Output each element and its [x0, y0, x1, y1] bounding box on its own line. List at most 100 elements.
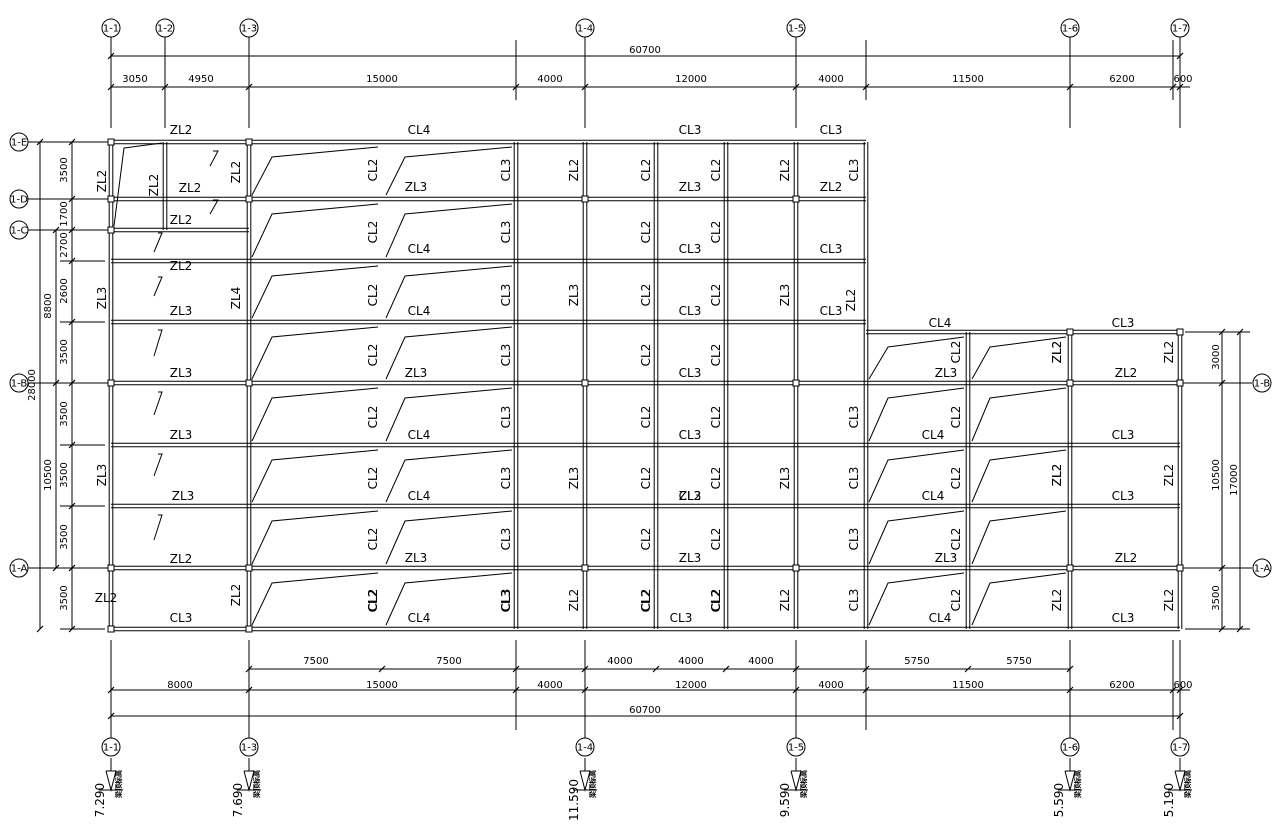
dim-text-left-fine: 2600	[59, 278, 70, 303]
column	[792, 379, 800, 387]
beam-grid	[107, 138, 1184, 633]
beam-label: CL2	[709, 344, 723, 367]
beam-label: CL3	[847, 159, 861, 182]
slab-marker	[251, 449, 379, 503]
beam-label: CL2	[366, 159, 380, 182]
column	[792, 195, 800, 203]
column	[1066, 564, 1074, 572]
beam-label: ZL3	[172, 489, 195, 503]
slab-markers	[113, 142, 1067, 626]
slab-marker-small	[153, 453, 163, 477]
dim-text-top-seg: 11500	[952, 74, 984, 85]
dim-text-left-group: 8800	[43, 293, 54, 318]
beam-label: ZL2	[229, 161, 243, 184]
beam-label: ZL2	[1050, 341, 1064, 364]
column	[1066, 379, 1074, 387]
beam-label: ZL2	[820, 180, 843, 194]
dim-text-left-fine: 3500	[59, 401, 70, 426]
elev-value: 11.590	[567, 779, 581, 821]
beam-label: CL2	[366, 284, 380, 307]
slab-marker	[971, 572, 1067, 626]
beam-label: ZL3	[567, 284, 581, 307]
beam-label: ZL2	[1162, 589, 1176, 612]
elev-note: 梁顶标高	[1183, 770, 1192, 799]
slab-marker-small	[153, 514, 163, 541]
axis-bubble-top-label: 1-4	[577, 24, 593, 35]
axis-bubble-left-label: 1-A	[11, 564, 28, 575]
dim-text-right-fine: 3000	[1211, 344, 1222, 369]
axis-bubble-bottom-circle	[1170, 737, 1190, 757]
beam-label: CL4	[408, 123, 431, 137]
dim-text-top-seg: 3050	[122, 74, 147, 85]
column	[245, 564, 253, 572]
column	[1176, 328, 1184, 336]
column	[107, 564, 115, 572]
beam-label: CL3	[499, 344, 513, 367]
axis-bubble-left-circle	[9, 373, 29, 393]
dim-tick	[1176, 712, 1184, 720]
beam-label: ZL2	[95, 170, 109, 193]
beam-label: CL3	[847, 589, 861, 612]
beam-label: ZL3	[567, 467, 581, 490]
beam-label: CL2	[639, 589, 653, 612]
column	[245, 138, 253, 146]
slab-marker	[868, 449, 965, 503]
axis-bubble-right-label: 1-A	[1254, 564, 1271, 575]
beam-label: ZL2	[1050, 464, 1064, 487]
dim-tick	[107, 712, 115, 720]
axis-bubble-bottom-circle	[1060, 737, 1080, 757]
slab-marker	[868, 572, 965, 626]
beam-label: CL2	[709, 528, 723, 551]
beam-label: CL2	[949, 406, 963, 429]
beam-label: CL4	[408, 304, 431, 318]
axis-bubble-bottom-circle	[575, 737, 595, 757]
dim-text-top-seg: 4000	[818, 74, 843, 85]
beam-label: CL4	[408, 489, 431, 503]
beam-label: ZL2	[1115, 366, 1138, 380]
beam-label: CL3	[1112, 316, 1135, 330]
beam-label: CL3	[679, 123, 702, 137]
beam-label: ZL3	[679, 551, 702, 565]
elev-value: 5.190	[1162, 783, 1176, 817]
dim-text-bottom-sub: 7500	[303, 656, 328, 667]
axis-bubble-left-label: 1-E	[11, 138, 27, 149]
slab-marker	[971, 336, 1067, 380]
column	[1176, 379, 1184, 387]
column	[1066, 328, 1074, 336]
beam-label: CL3	[1112, 489, 1135, 503]
beam-label: CL2	[949, 467, 963, 490]
beam-label: CL3	[847, 406, 861, 429]
dim-text-left-fine: 3500	[59, 462, 70, 487]
beam-label: ZL3	[778, 284, 792, 307]
beam-label: ZL3	[170, 366, 193, 380]
beam-label: CL3	[679, 489, 702, 503]
beam-label: CL4	[922, 489, 945, 503]
beam-label: ZL2	[679, 489, 702, 503]
beam-label: ZL2	[95, 591, 118, 605]
beam-label: CL2	[709, 159, 723, 182]
axis-bubble-top-circle	[575, 18, 595, 38]
beam-label: CL3	[670, 611, 693, 625]
beam-label: ZL3	[935, 551, 958, 565]
axis-bubble-right-label: 1-B	[1254, 379, 1271, 390]
beam-label: ZL2	[1162, 341, 1176, 364]
slab-marker-small	[209, 150, 219, 167]
axis-bubble-right-circle	[1252, 373, 1272, 393]
slab-marker	[868, 387, 965, 442]
slab-marker	[385, 449, 513, 503]
beam-label: CL4	[929, 611, 952, 625]
axis-bubble-top-label: 1-6	[1062, 24, 1078, 35]
slab-marker-small	[153, 329, 163, 357]
dim-text-bottom-seg: 8000	[167, 680, 192, 691]
beam-label: CL2	[639, 344, 653, 367]
beam-label: CL3	[499, 406, 513, 429]
dim-text-left-fine: 1700	[59, 201, 70, 226]
slab-marker	[385, 326, 513, 380]
beam-label: CL3	[499, 159, 513, 182]
beam-label: CL2	[949, 341, 963, 364]
beam-label: CL3	[679, 428, 702, 442]
beam-label: CL4	[408, 242, 431, 256]
axis-bubble-left-label: 1-D	[10, 195, 28, 206]
beam-label: ZL3	[778, 467, 792, 490]
